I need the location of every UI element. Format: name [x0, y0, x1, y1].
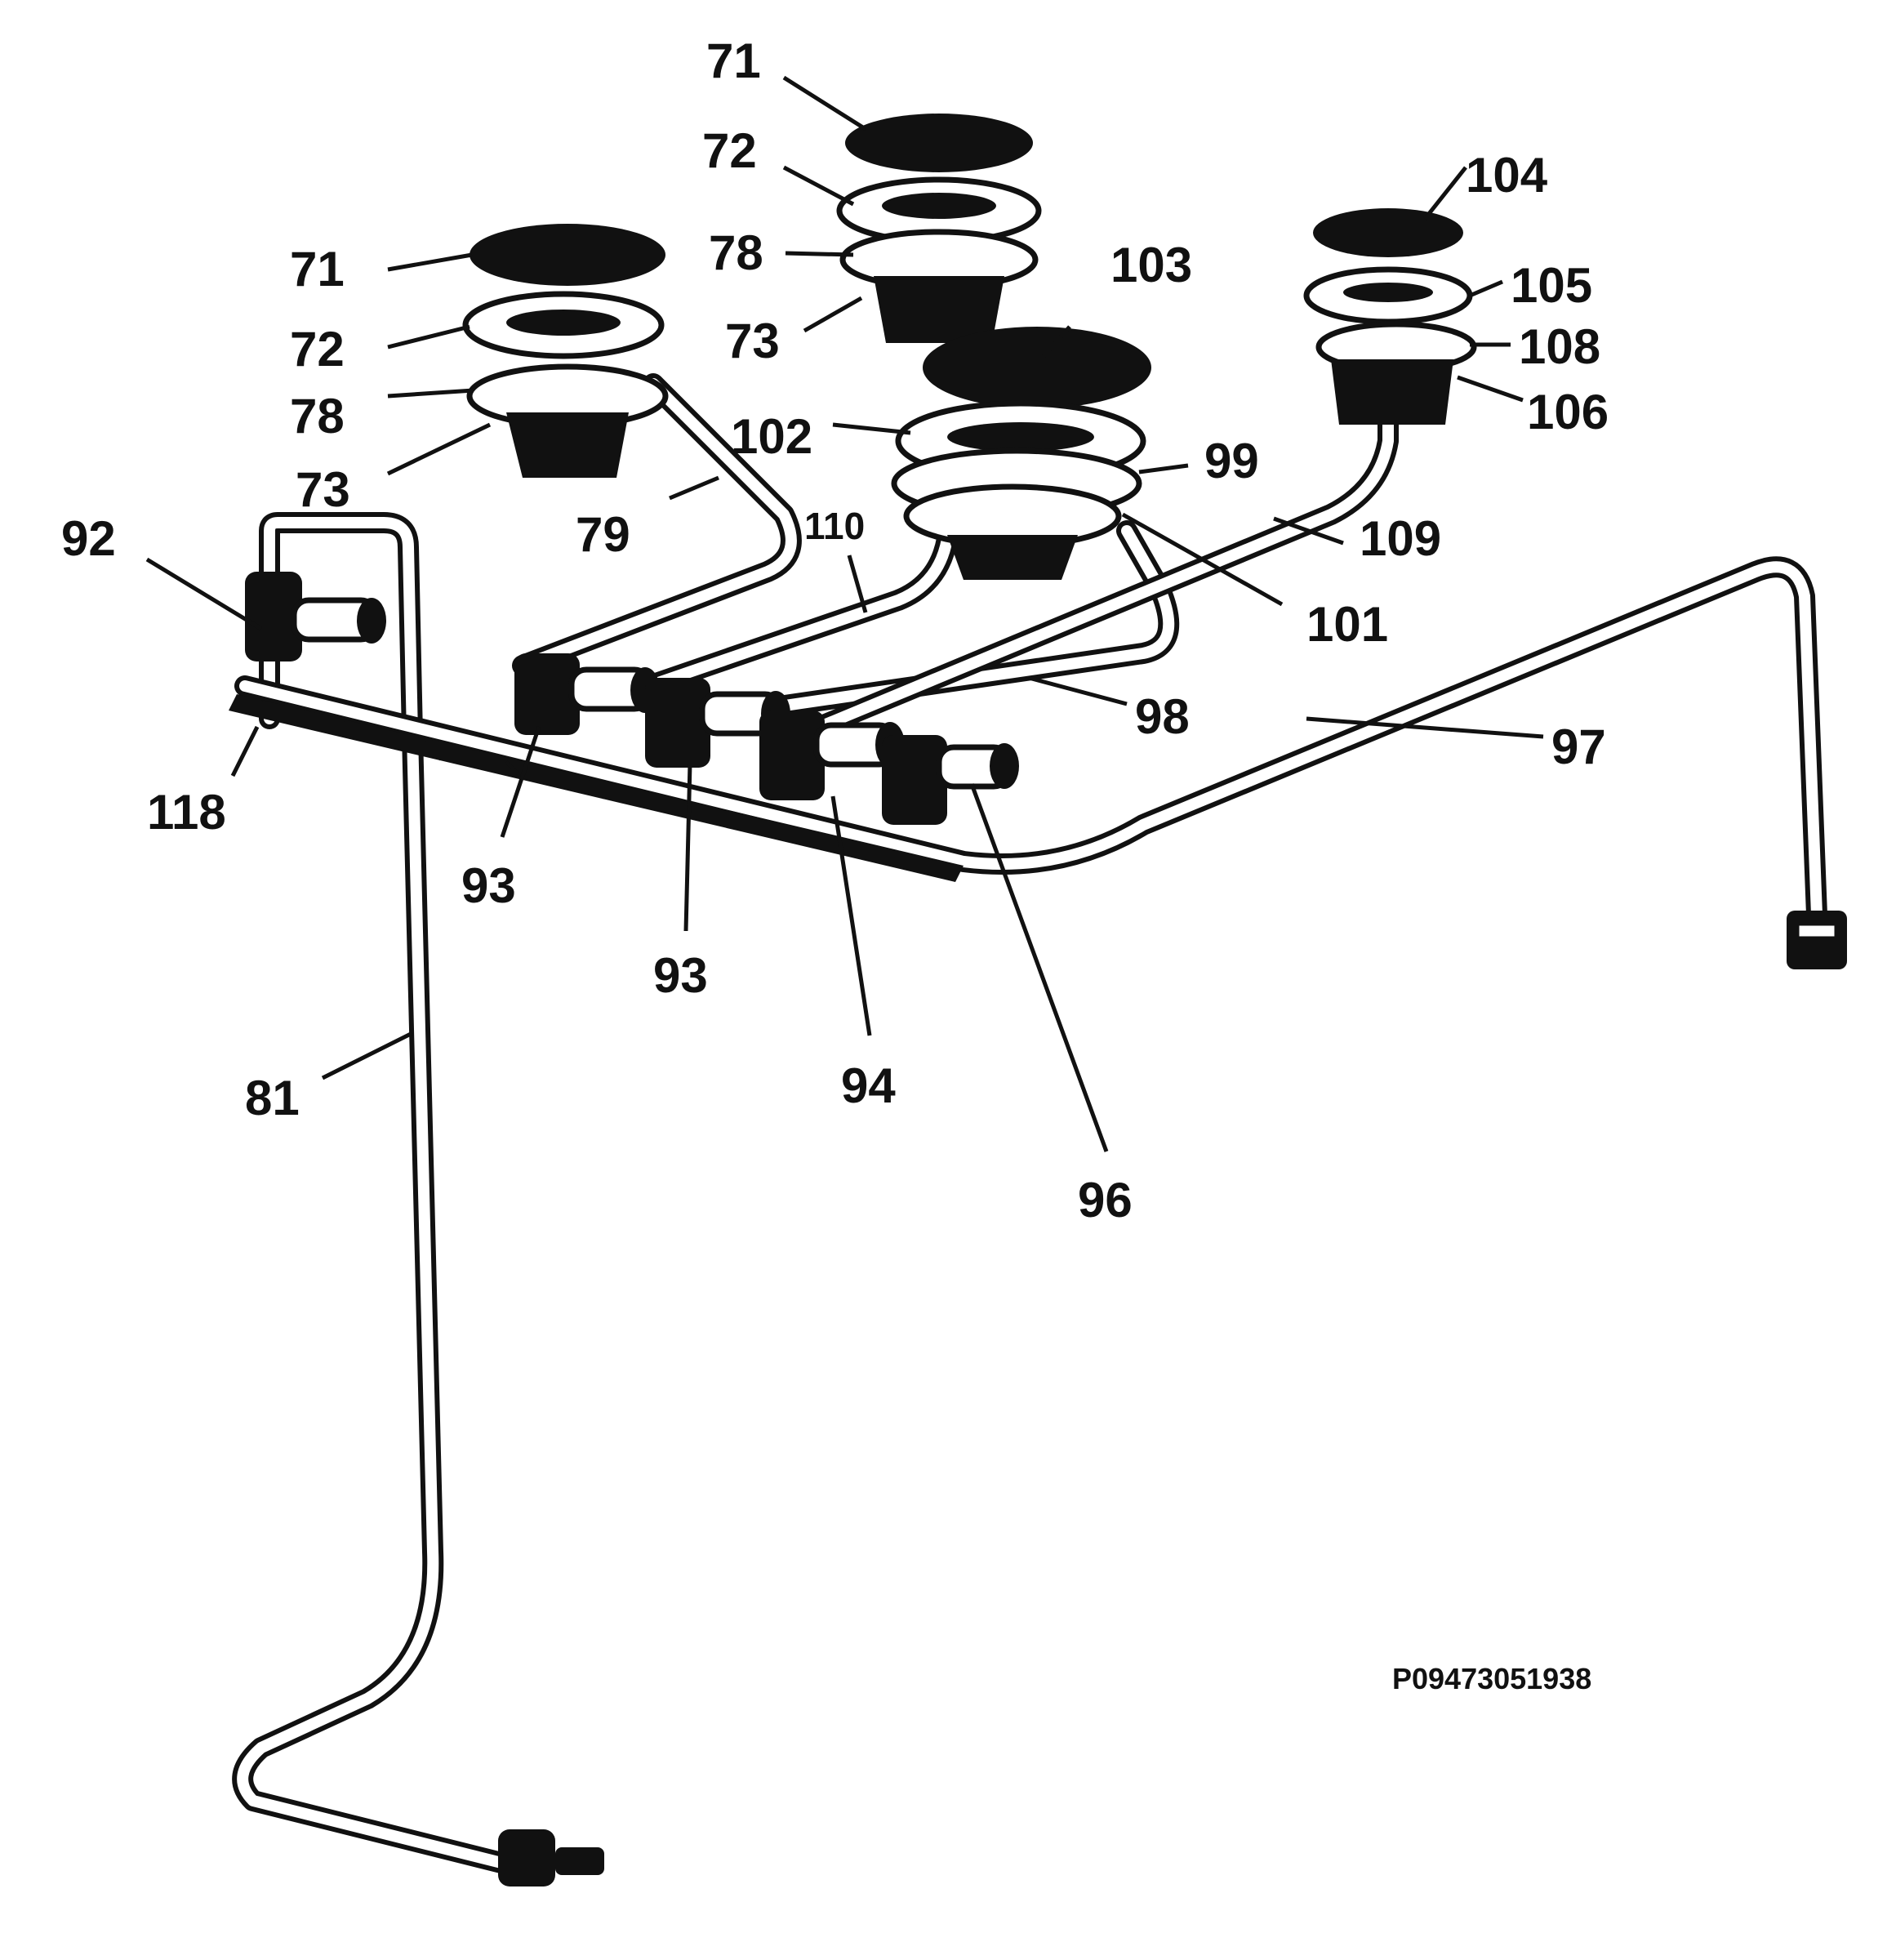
burner-left: [462, 224, 669, 478]
callout-102: 102: [731, 409, 812, 464]
callout-101: 101: [1306, 597, 1388, 652]
burner-base-73-left: [506, 412, 629, 478]
callout-108: 108: [1519, 319, 1600, 374]
burner-cap-103: [923, 327, 1151, 408]
callout-92: 92: [61, 511, 116, 566]
callout-105: 105: [1511, 258, 1592, 313]
callout-109: 109: [1360, 511, 1441, 566]
callout-78-left: 78: [290, 389, 345, 443]
callout-93-2: 93: [653, 948, 708, 1003]
callout-78-rear: 78: [709, 225, 763, 280]
burner-right: [1303, 208, 1477, 425]
callout-79: 79: [576, 507, 630, 562]
callout-73-left: 73: [296, 462, 350, 517]
leader-lines: [145, 75, 1544, 1152]
tap-93-1: [514, 653, 660, 735]
burner-cap-71-left: [470, 224, 665, 286]
callout-71-rear: 71: [706, 33, 761, 88]
callout-98: 98: [1135, 689, 1190, 744]
callout-71-left: 71: [290, 242, 345, 296]
callout-73-rear: 73: [725, 314, 780, 368]
callout-99: 99: [1204, 434, 1259, 488]
reference-code: P09473051938: [1392, 1662, 1591, 1695]
manifold-pipe-97: [234, 556, 1827, 925]
taps: [245, 572, 1847, 1886]
tap-96: [882, 735, 1019, 825]
gas-pipes: [232, 373, 1827, 1881]
burner-base-73-rear: [874, 276, 1004, 343]
burner-rear-centre: [836, 114, 1042, 343]
tap-92: [245, 572, 386, 662]
burner-pipe-110: [626, 528, 958, 701]
burner-base-106: [1331, 359, 1453, 425]
callout-118: 118: [147, 785, 226, 840]
inlet-fitting: [498, 1829, 604, 1886]
supply-pipe-81: [232, 512, 541, 1881]
callout-106: 106: [1527, 385, 1609, 439]
burner-pipe-79: [512, 373, 802, 676]
callout-93-1: 93: [461, 858, 516, 913]
callout-94: 94: [841, 1058, 896, 1113]
callout-103: 103: [1110, 238, 1192, 292]
burner-cap-104: [1313, 208, 1463, 257]
callout-104: 104: [1466, 148, 1548, 203]
burner-cap-71-rear: [845, 114, 1033, 172]
callout-110: 110: [804, 505, 865, 547]
burner-pipe-109: [790, 398, 1399, 746]
callout-81: 81: [245, 1071, 300, 1125]
burner-wok: [891, 327, 1151, 580]
pipe-end-fitting: [1787, 911, 1847, 969]
callout-96: 96: [1078, 1173, 1133, 1227]
callout-72-left: 72: [290, 322, 345, 376]
tap-rail: [229, 694, 964, 882]
callout-labels: 71 72 78 73 71 72 78 73 79 102 103 110 9…: [61, 33, 1609, 1227]
callout-72-rear: 72: [702, 123, 757, 178]
burner-base-wok: [947, 535, 1078, 580]
callout-97: 97: [1551, 719, 1606, 774]
